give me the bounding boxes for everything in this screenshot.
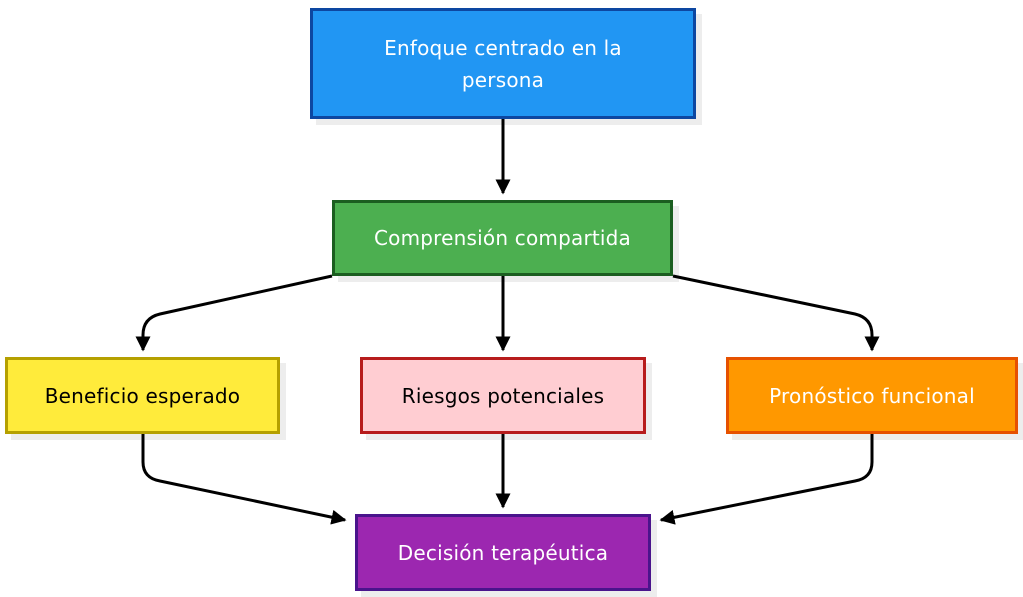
node-decision-terapeutica: Decisión terapéutica [355, 514, 651, 591]
node-comprension-label: Comprensión compartida [373, 226, 632, 250]
node-pronostico-label: Pronóstico funcional [769, 383, 975, 408]
node-riesgos-potenciales: Riesgos potenciales [360, 357, 646, 434]
node-enfoque-centrado: Enfoque centrado en la persona [310, 8, 696, 119]
edge-beneficio-to-decision [141, 434, 347, 525]
edge-comprension-to-beneficio [135, 274, 333, 352]
node-beneficio-esperado: Beneficio esperado [5, 357, 280, 434]
node-decision-label: Decisión terapéutica [397, 540, 609, 565]
node-pronostico-funcional: Pronóstico funcional [726, 357, 1018, 434]
edge-comprension-to-pronostico [672, 274, 880, 352]
node-comprension-compartida: Comprensión compartida [332, 200, 673, 276]
edge-pronostico-to-decision [659, 434, 874, 525]
node-riesgos-label: Riesgos potenciales [401, 383, 605, 408]
node-enfoque-label: Enfoque centrado en la persona [384, 35, 622, 92]
node-beneficio-label: Beneficio esperado [44, 383, 241, 408]
